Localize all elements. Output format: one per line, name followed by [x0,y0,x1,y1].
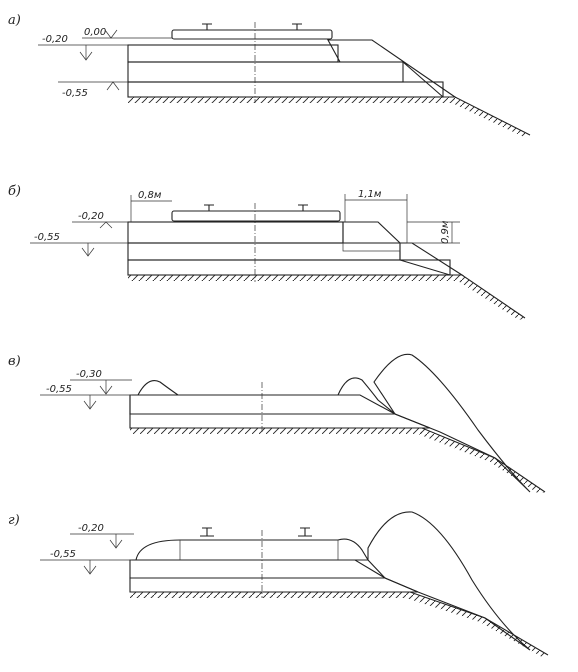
mark-d-1: -0,55 [50,549,76,560]
mark-a-0: 0,00 [84,27,106,38]
mark-a-1: -0,20 [42,34,68,45]
mark-a-2: -0,55 [62,88,88,99]
panel-c: в) -0,30 -0,55 [8,353,546,494]
mark-c-1: -0,55 [46,384,72,395]
slope-fill [327,39,457,98]
rail-icon [291,23,303,31]
shoulder [342,221,402,244]
sand-layer [127,259,451,276]
mound [129,377,397,415]
sand-layer [129,413,431,429]
rail-icon [201,23,213,31]
mark-b-0: -0,20 [78,211,104,222]
panel-b: б) 0,8м 1,1м 0,9м -0,20 -0,55 [8,184,526,320]
spoil-pile [373,353,531,493]
sand-layer [129,577,419,593]
mark-d-0: -0,20 [78,523,104,534]
dim-b-2: 0,9м [440,220,451,244]
top-ballast [127,221,344,244]
rail-icon [298,527,312,537]
gravel-layer [129,394,396,415]
rail-icon [203,204,215,212]
panel-d-letter: г) [8,513,20,528]
mark-c-0: -0,30 [76,369,102,380]
gravel-layer [127,242,401,261]
sleeper [171,210,341,222]
panel-d: г) -0,20 -0,55 [8,511,549,657]
panel-a: а) 0,00 -0,20 -0,55 [8,13,531,137]
gravel-layer [127,61,404,83]
top-ballast [127,44,339,63]
sand-layer [127,81,444,98]
ground-line [130,427,546,493]
panel-c-letter: в) [8,354,21,369]
dim-b-1: 1,1м [358,189,382,200]
panel-b-letter: б) [8,184,21,199]
ground-hatch [128,97,455,103]
gravel-layer [129,559,387,579]
rail-icon [200,527,214,537]
mark-b-1: -0,55 [34,232,60,243]
sleeper [171,29,333,40]
panel-a-letter: а) [8,13,21,28]
top-ballast [135,538,369,561]
spoil-pile [367,511,531,651]
rail-icon [297,204,309,212]
dim-b-0: 0,8м [138,190,162,201]
